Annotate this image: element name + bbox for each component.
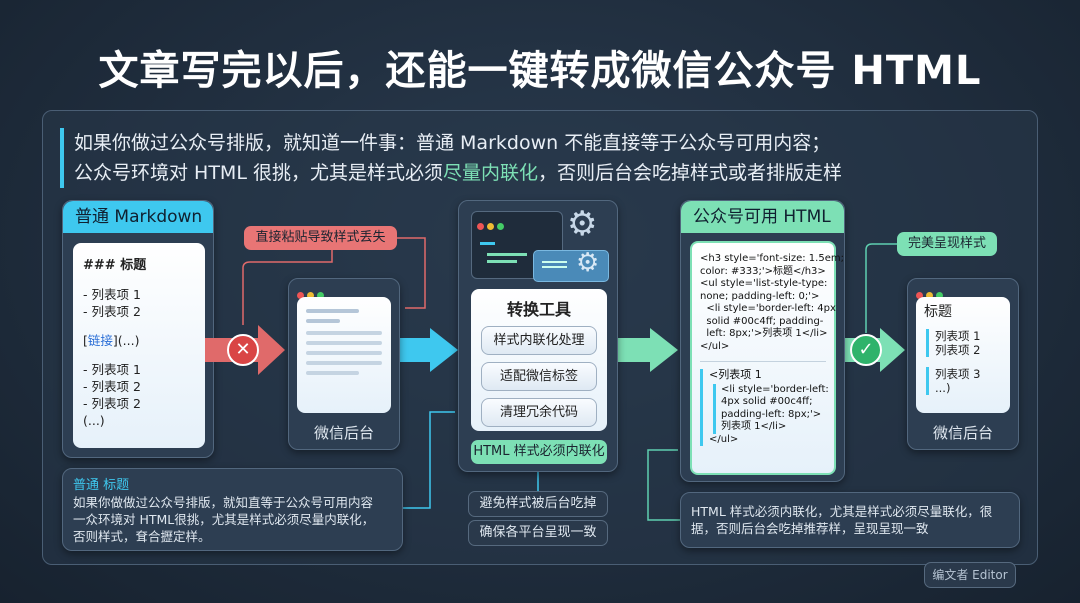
tool-title: 转换工具 xyxy=(506,300,571,319)
close-icon: ✕ xyxy=(227,334,259,366)
md-item: - 列表项 2 xyxy=(83,304,141,319)
settings-panel-icon: ⚙ xyxy=(533,248,609,282)
red-connector-2 xyxy=(397,237,426,309)
intro-text: 如果你做过公众号排版，就知道一件事：普通 Markdown 不能直接等于公众号可… xyxy=(60,128,842,188)
intro-line-1: 如果你做过公众号排版，就知道一件事：普通 Markdown 不能直接等于公众号可… xyxy=(74,132,831,154)
code-line: left: 8px;'>列表项 1</li> xyxy=(700,328,828,339)
intro-line-2: 公众号环境对 HTML 很挑，尤其是样式必须尽量内联化，否则后台会吃掉样式或者排… xyxy=(74,158,842,188)
left-note-line: 如果你做做过公众号排版，就知直等于公众号可用内容 xyxy=(73,495,374,510)
benefit-avoid-stripping: 避免样式被后台吃掉 xyxy=(468,491,608,517)
error-label: 直接粘贴导致样式丢失 xyxy=(244,226,397,250)
document-preview xyxy=(297,297,391,413)
red-connector xyxy=(242,250,333,325)
step-adapt-tags[interactable]: 适配微信标签 xyxy=(481,362,597,391)
right-note: HTML 样式必须内联化，尤其是样式必须尽量联化，很 据，否则后台会吃掉推荐样，… xyxy=(680,492,1020,548)
html-card: 公众号可用 HTML <h3 style='font-size: 1.5em;c… xyxy=(680,200,845,482)
md-link-close: ](...) xyxy=(112,333,140,348)
code-line: solid #00c4ff; padding- xyxy=(700,315,824,327)
left-note-title: 普通 标题 xyxy=(73,478,130,493)
md-link: [链接](...) xyxy=(83,332,195,349)
check-icon: ✓ xyxy=(850,334,882,366)
page-title: 文章写完以后，还能一键转成微信公众号 HTML xyxy=(98,48,982,94)
gear-icon: ⚙ xyxy=(576,248,600,278)
tool-card: 转换工具 样式内联化处理 适配微信标签 清理冗余代码 xyxy=(471,289,607,431)
markdown-content: ### 标题 - 列表项 1 - 列表项 2 [链接](...) - 列表项 1… xyxy=(73,243,205,448)
code-line: 4px solid #00c4ff; xyxy=(721,396,813,407)
code-line: color: #333;'>标题</h3> xyxy=(700,265,826,277)
preview-item: 列表项 1 xyxy=(935,329,981,343)
left-note-line: 一众环境对 HTML很挑，尤其是样式必须尽量内联化， xyxy=(73,512,375,527)
code-line: none; padding-left: 0;'> xyxy=(700,290,820,302)
preview-item: 列表项 3 xyxy=(935,367,981,381)
code-line: 列表项 1</li> xyxy=(721,421,787,432)
wechat-label: 微信后台 xyxy=(932,424,993,442)
green-arrow-1 xyxy=(607,328,678,372)
editor-badge: 编文者 Editor xyxy=(924,562,1016,588)
green-connector xyxy=(865,243,897,333)
success-label: 完美呈现样式 xyxy=(897,232,997,256)
window-controls xyxy=(916,284,946,303)
left-note: 普通 标题 如果你做做过公众号排版，就知直等于公众号可用内容 一众环境对 HTM… xyxy=(62,468,403,551)
wechat-label: 微信后台 xyxy=(313,424,374,442)
code-line: <h3 style='font-size: 1.5em; xyxy=(700,253,844,264)
preview-item: ...) xyxy=(935,381,951,395)
converter-tool: ⚙ ⚙ 转换工具 样式内联化处理 适配微信标签 清理冗余代码 HTML 样式必须… xyxy=(458,200,618,472)
tool-footer-label: HTML 样式必须内联化 xyxy=(471,440,607,464)
code-line: </ul> xyxy=(700,340,730,352)
teal-connector xyxy=(647,449,680,521)
code-line: <列表项 1 xyxy=(709,368,762,381)
intro-text-b: ，否则后台会吃掉样式或者排版走样 xyxy=(537,162,842,184)
code-line: padding-left: 8px;'> xyxy=(721,408,822,420)
intro-text-a: 公众号环境对 HTML 很挑，尤其是样式必须 xyxy=(74,162,443,184)
code-line: </ul> xyxy=(709,433,739,445)
gear-icon: ⚙ xyxy=(567,204,598,244)
md-heading: ### 标题 xyxy=(83,258,147,273)
benefit-consistency: 确保各平台呈现一致 xyxy=(468,520,608,546)
md-item: - 列表项 2 xyxy=(83,379,141,394)
preview-item: 列表项 2 xyxy=(935,343,981,357)
md-link-text[interactable]: 链接 xyxy=(87,333,113,348)
code-line: <li style='border-left: xyxy=(721,383,829,395)
html-code: <h3 style='font-size: 1.5em;color: #333;… xyxy=(690,241,844,475)
blue-arrow xyxy=(392,328,458,372)
window-controls xyxy=(297,284,327,303)
md-item: - 列表项 2 xyxy=(83,396,141,411)
intro-highlight: 尽量内联化 xyxy=(442,162,538,184)
code-line: <li style='border-left: 4px xyxy=(700,303,836,314)
md-item: - 列表项 1 xyxy=(83,362,141,377)
wechat-window-1: 微信后台 xyxy=(288,278,400,450)
step-clean-code[interactable]: 清理冗余代码 xyxy=(481,398,597,427)
markdown-card: 普通 Markdown ### 标题 - 列表项 1 - 列表项 2 [链接](… xyxy=(62,200,214,458)
code-line: <ul style='list-style-type: xyxy=(700,278,828,289)
md-item: - 列表项 1 xyxy=(83,287,141,302)
right-note-line: 据，否则后台会吃掉推荐样，呈现呈现一致 xyxy=(691,521,929,536)
markdown-header: 普通 Markdown xyxy=(63,201,213,233)
md-item: (...) xyxy=(83,413,105,428)
preview-title: 标题 xyxy=(924,304,952,320)
right-note-line: HTML 样式必须内联化，尤其是样式必须尽量联化，很 xyxy=(691,504,993,519)
md-link-open: [ xyxy=(83,333,88,348)
html-header: 公众号可用 HTML xyxy=(681,201,844,233)
left-note-line: 否则样式，耷合攊定样。 xyxy=(73,529,211,544)
step-inline-styles[interactable]: 样式内联化处理 xyxy=(481,326,597,355)
blue-connector xyxy=(403,411,455,509)
